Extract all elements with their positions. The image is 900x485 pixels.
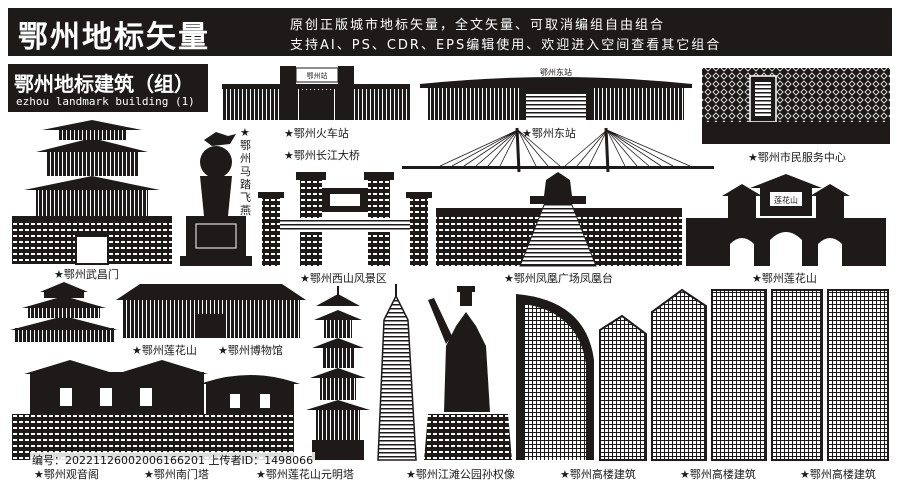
museum-illustration (116, 284, 306, 338)
label-high-rise-1: ★鄂州高楼建筑 (560, 468, 636, 481)
phoenix-square-illustration (436, 172, 682, 267)
label-civic-center: ★鄂州市民服务中心 (748, 151, 846, 164)
subtitle-english: ezhou landmark building (1) (16, 95, 195, 108)
subtitle-box: 鄂州地标建筑（组） ezhou landmark building (1) (8, 64, 208, 112)
upload-id-text: 编号：20221126002006166201 上传者ID：1498066 (30, 452, 316, 468)
wuchang-gate-illustration (12, 120, 172, 265)
label-nanmen-tower: ★鄂州南门塔 (144, 468, 209, 481)
page-title: 鄂州地标矢量 (18, 20, 210, 55)
label-horse-statue: ★鄂州马踏飞燕 (240, 126, 251, 217)
label-high-rise-2: ★鄂州高楼建筑 (680, 468, 756, 481)
train-station-sign: 鄂州站 (307, 71, 328, 80)
civic-center-illustration (702, 68, 890, 144)
label-lianhua-pavilion: ★鄂州莲花山 (132, 344, 197, 357)
train-station-illustration: 鄂州站 (222, 66, 410, 120)
horse-statue-illustration (180, 132, 252, 266)
high-rise-2-illustration (599, 314, 647, 461)
guanyin-pavilion-illustration (12, 360, 300, 460)
yangtze-bridge-illustration (402, 127, 714, 173)
label-yuanming-tower: ★鄂州莲花山元明塔 (256, 468, 354, 481)
east-station-sign: 鄂州东站 (540, 67, 572, 77)
header-description-line-2: 支持AI、PS、CDR、EPS编辑使用、欢迎进入空间查看其它组合 (290, 38, 722, 53)
subtitle-chinese: 鄂州地标建筑（组） (14, 72, 194, 96)
header-banner: 鄂州地标矢量 原创正版城市地标矢量，全文矢量、可取消编组自由组合 支持AI、PS… (8, 8, 892, 56)
label-sun-quan-statue: ★鄂州江滩公园孙权像 (406, 468, 515, 481)
label-lianhua-gate: ★鄂州莲花山 (752, 272, 817, 285)
label-guanyin-pavilion: ★鄂州观音阁 (34, 468, 99, 481)
label-museum: ★鄂州博物馆 (218, 344, 283, 357)
lianhua-gate-illustration: 莲花山 (686, 174, 886, 266)
label-xishan: ★鄂州西山风景区 (300, 272, 387, 285)
high-rise-5-illustration (771, 289, 823, 461)
label-east-station: ★鄂州东站 (522, 127, 576, 140)
nanmen-tower-illustration (306, 286, 370, 460)
header-description-line-1: 原创正版城市地标矢量，全文矢量、可取消编组自由组合 (290, 18, 666, 33)
xishan-gate-illustration (258, 172, 432, 266)
label-yangtze-bridge: ★鄂州长江大桥 (284, 149, 360, 162)
lianhua-plaque: 莲花山 (774, 195, 798, 205)
high-rise-curved-illustration (516, 294, 594, 460)
high-rise-6-illustration (827, 289, 889, 461)
east-station-illustration: 鄂州东站 (420, 67, 692, 120)
label-train-station: ★鄂州火车站 (284, 127, 349, 140)
high-rise-4-illustration (711, 289, 767, 461)
yuanming-tower-illustration (377, 284, 417, 461)
high-rise-3-illustration (651, 288, 707, 461)
label-phoenix-square: ★鄂州凤凰广场凤凰台 (504, 272, 613, 285)
label-wuchang-gate: ★鄂州武昌门 (54, 268, 119, 281)
label-high-rise-3: ★鄂州高楼建筑 (800, 468, 876, 481)
sun-quan-statue-illustration (424, 286, 512, 460)
lianhua-pavilion-illustration (10, 282, 118, 342)
